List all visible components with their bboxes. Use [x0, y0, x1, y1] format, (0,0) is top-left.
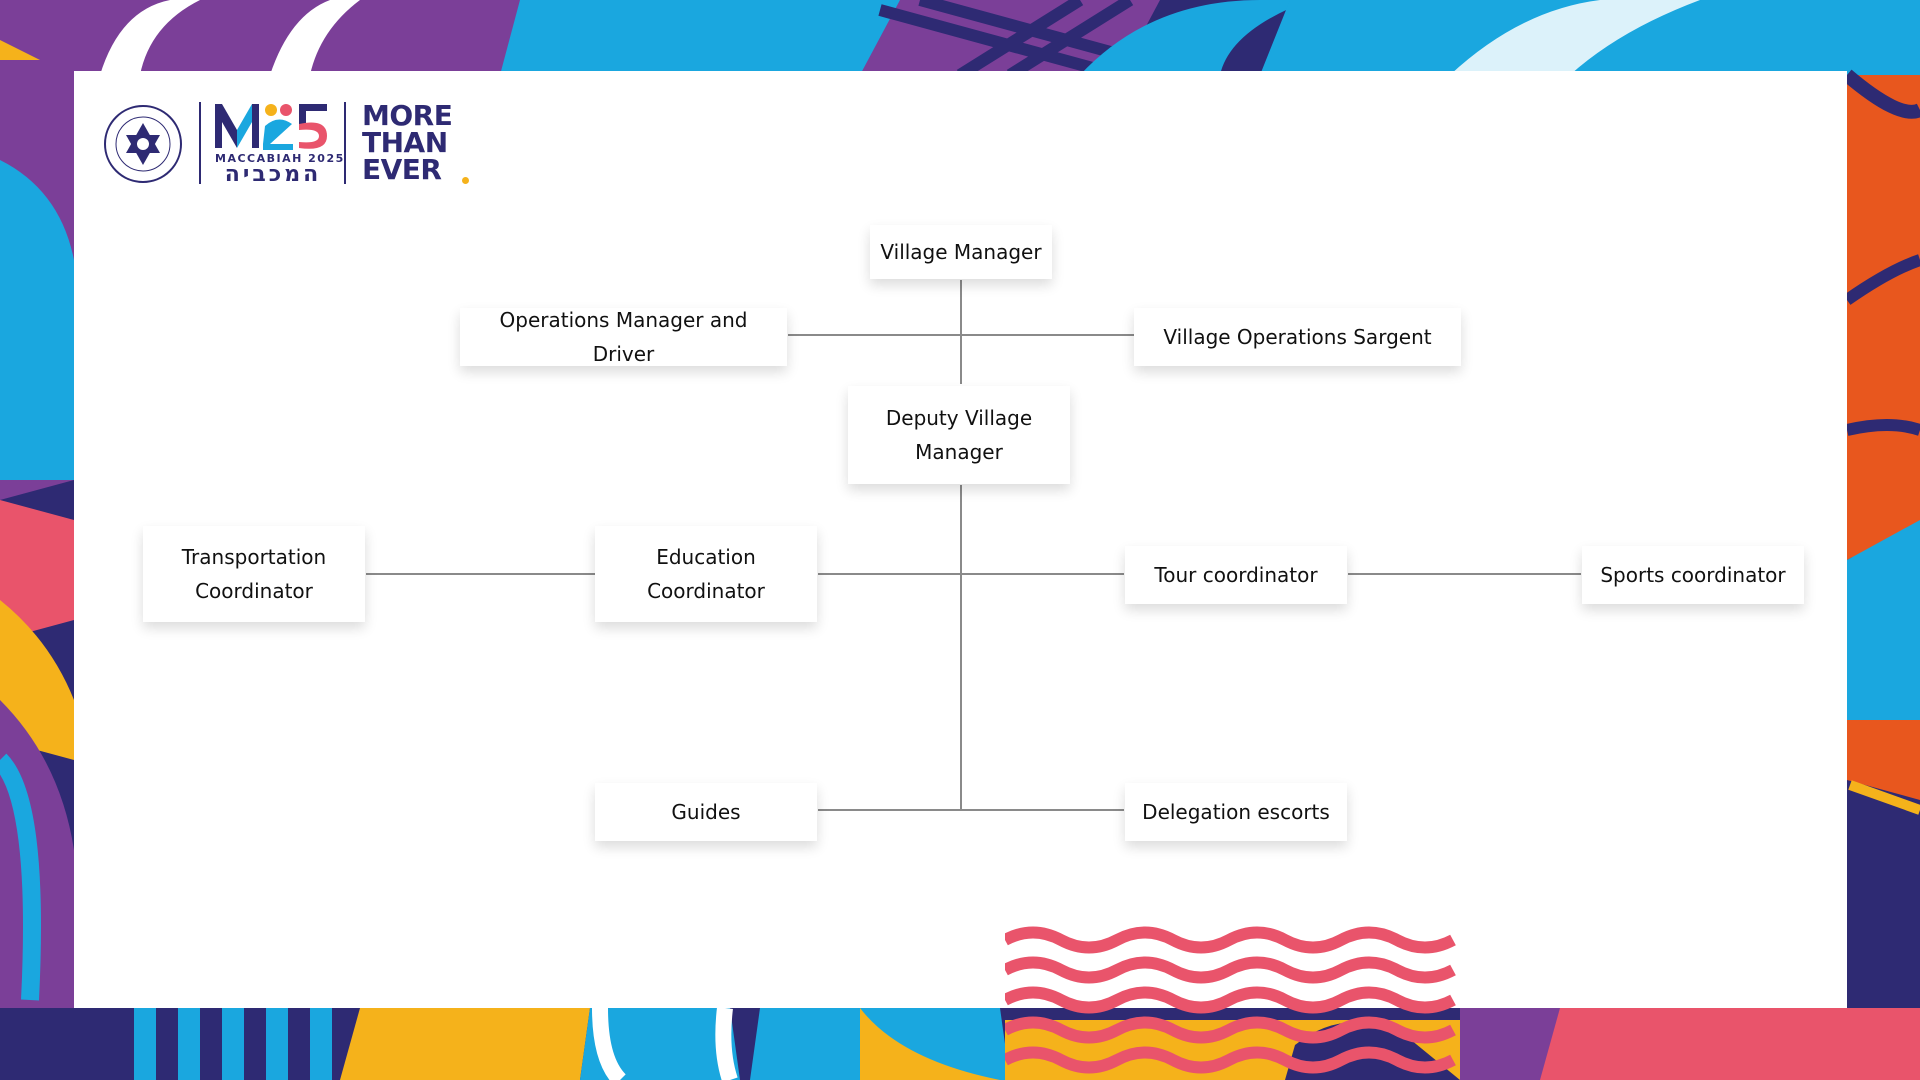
village-manager-label: Village Manager [880, 240, 1042, 264]
node-operations-sargent: Village Operations Sargent [1134, 308, 1461, 366]
event-name: MACCABIAH 2025 [215, 152, 345, 165]
transport-label-line1: Transportation [181, 545, 327, 569]
logo-divider [199, 102, 201, 184]
deputy-label-line1: Deputy Village [885, 406, 1033, 430]
m25-mark [215, 104, 327, 150]
node-tour-coordinator: Tour coordinator [1125, 546, 1347, 604]
sports-coordinator-label: Sports coordinator [1600, 563, 1786, 587]
tagline-dot [462, 177, 469, 184]
logo-divider-2 [344, 102, 346, 184]
delegation-escorts-label: Delegation escorts [1142, 800, 1330, 824]
education-label-line1: Education [656, 545, 756, 569]
operations-sargent-label: Village Operations Sargent [1163, 325, 1432, 349]
tagline-than: THAN [362, 126, 448, 159]
maccabi-world-union-emblem [104, 105, 182, 183]
transport-label-line2: Coordinator [195, 579, 313, 603]
tour-coordinator-label: Tour coordinator [1154, 563, 1318, 587]
event-name-hebrew: המכביה [224, 162, 322, 187]
node-education-coordinator: Education Coordinator [595, 526, 817, 622]
node-sports-coordinator: Sports coordinator [1582, 546, 1804, 604]
maccabiah-logo: MACCABIAH 2025 המכביה MORE THAN EVER [100, 98, 480, 190]
decorative-waves [1005, 926, 1460, 1080]
node-deputy-village-manager: Deputy Village Manager [848, 386, 1070, 484]
node-delegation-escorts: Delegation escorts [1125, 783, 1347, 841]
node-guides: Guides [595, 783, 817, 841]
operations-manager-label: Operations Manager and Driver [499, 308, 748, 366]
education-label-line2: Coordinator [647, 579, 765, 603]
node-transportation-coordinator: Transportation Coordinator [143, 526, 365, 622]
tagline-more: MORE [362, 99, 453, 132]
node-operations-manager: Operations Manager and Driver [460, 308, 787, 366]
deputy-label-line2: Manager [915, 440, 1003, 464]
node-village-manager: Village Manager [870, 225, 1052, 279]
guides-label: Guides [671, 800, 741, 824]
tagline-ever: EVER [362, 153, 442, 186]
